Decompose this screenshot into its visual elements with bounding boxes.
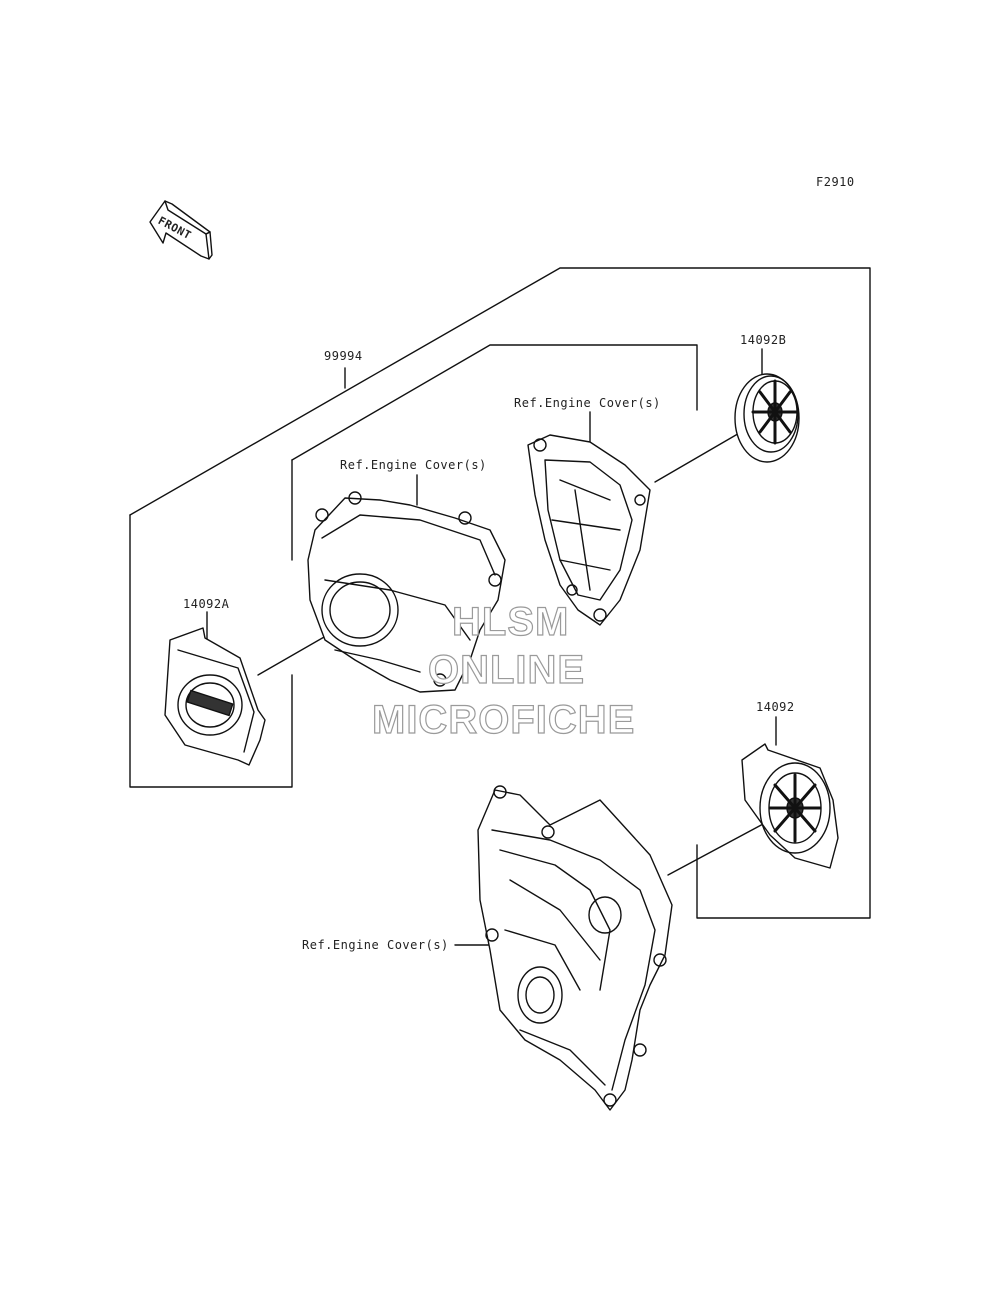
watermark-line-2: ONLINE xyxy=(427,647,586,692)
figure-code: F2910 xyxy=(816,175,855,189)
watermark-line-3: MICROFICHE xyxy=(371,697,636,742)
part-14092A-drawing xyxy=(164,627,266,766)
label-99994: 99994 xyxy=(324,349,363,363)
front-arrow xyxy=(149,200,213,260)
label-14092B: 14092B xyxy=(740,333,787,347)
label-ref-engine-cover-2: Ref.Engine Cover(s) xyxy=(514,396,661,410)
part-14092-drawing xyxy=(741,743,839,869)
link-14092-cover xyxy=(667,822,766,876)
label-ref-engine-cover-3: Ref.Engine Cover(s) xyxy=(302,938,449,952)
kit-bracket-inner xyxy=(291,344,698,461)
part-14092B-drawing xyxy=(734,373,800,463)
engine-cover-middle-drawing xyxy=(527,434,651,626)
kit-bracket-outer-left xyxy=(129,514,293,788)
label-14092: 14092 xyxy=(756,700,795,714)
watermark-line-1: HLSM xyxy=(451,599,570,644)
kit-bracket-outer xyxy=(129,267,871,919)
engine-cover-lower-drawing xyxy=(477,785,673,1111)
engine-cover-left-drawing xyxy=(307,491,506,693)
label-14092A: 14092A xyxy=(183,597,230,611)
label-ref-engine-cover-1: Ref.Engine Cover(s) xyxy=(340,458,487,472)
link-14092B-cover xyxy=(654,427,749,483)
